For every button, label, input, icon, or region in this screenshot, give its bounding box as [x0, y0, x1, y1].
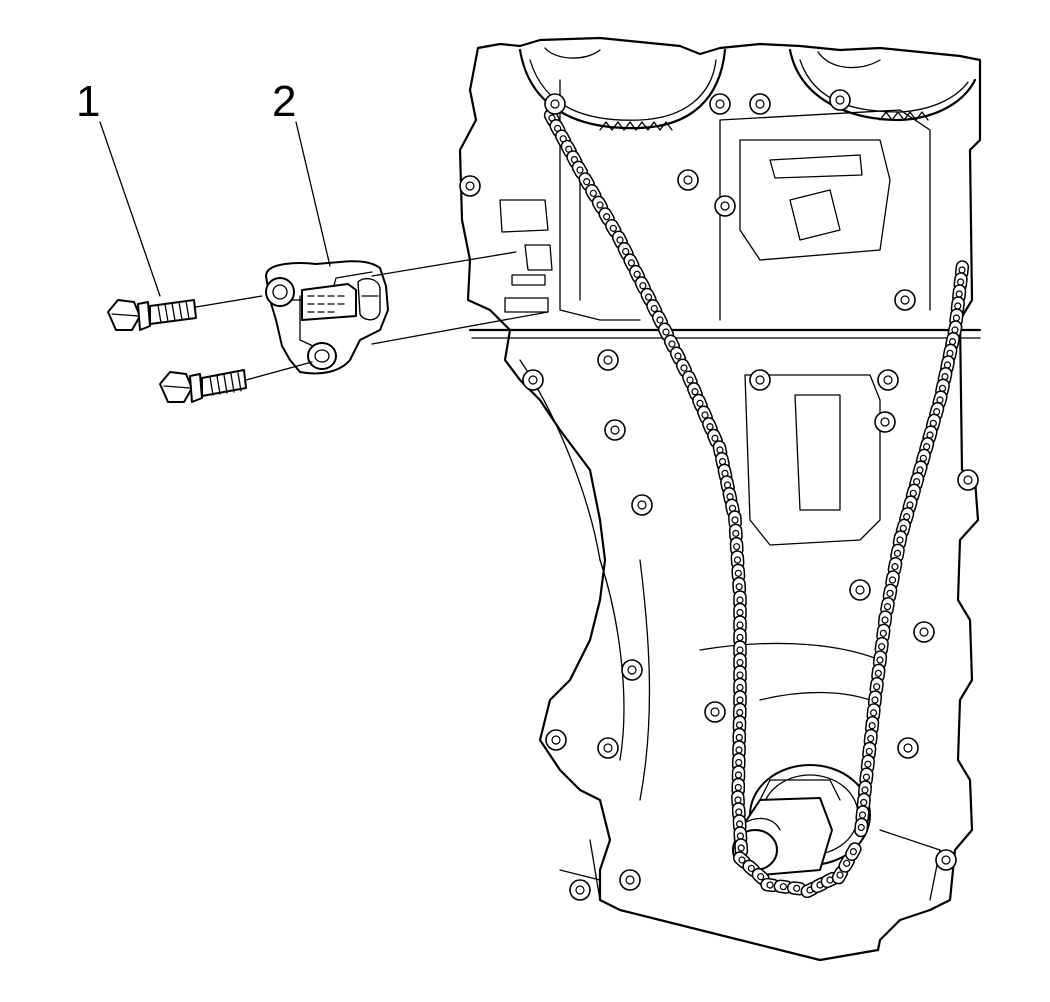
tensioner-bolt-lower	[159, 369, 247, 403]
callout-2-leader	[295, 121, 331, 267]
block-bolt-bosses	[459, 89, 979, 901]
bolt-boss-hole	[755, 99, 765, 109]
tensioner-bolt-upper	[107, 299, 197, 331]
bolt-boss-hole	[551, 735, 561, 745]
timing-chain-right-run	[854, 260, 970, 838]
bolt-boss-hole	[903, 743, 913, 753]
installation-guide-lines	[195, 251, 549, 381]
bolt-boss-hole	[941, 855, 951, 865]
bolt-boss-hole	[963, 475, 973, 485]
camshaft-sprockets	[518, 47, 977, 131]
bolt-boss-hole	[603, 355, 613, 365]
bolt-boss-hole	[720, 201, 730, 211]
chain-link	[845, 842, 862, 862]
bolt-boss-hole	[637, 500, 647, 510]
timing-chain-left-run	[543, 108, 749, 858]
bolt-boss-hole	[715, 99, 725, 109]
callout-label-1: 1	[76, 77, 101, 126]
bolt-boss-hole	[900, 295, 910, 305]
chain-link	[854, 817, 869, 838]
bolt-boss-hole	[835, 95, 845, 105]
bolt-boss-hole	[550, 99, 560, 109]
bolt-boss-hole	[610, 425, 620, 435]
timing-chain-bottom-wrap	[733, 842, 862, 899]
bolt-boss-hole	[575, 885, 585, 895]
bolt-boss-hole	[710, 707, 720, 717]
bolt-boss-hole	[528, 375, 538, 385]
bolt-boss-hole	[883, 375, 893, 385]
bolt-boss-hole	[465, 181, 475, 191]
engine-block	[458, 36, 982, 962]
bolt-boss-hole	[627, 665, 637, 675]
bolt-boss-hole	[919, 627, 929, 637]
bolt-boss-hole	[683, 175, 693, 185]
callout-1-leader	[99, 121, 161, 297]
bolt-boss-hole	[603, 743, 613, 753]
bolt-boss-hole	[855, 585, 865, 595]
bolt-boss-hole	[755, 375, 765, 385]
callout-leader-lines	[99, 121, 331, 297]
callout-label-2: 2	[272, 77, 297, 126]
chain-tensioner	[265, 260, 389, 375]
bolt-boss-hole	[880, 417, 890, 427]
bolt-boss-hole	[625, 875, 635, 885]
